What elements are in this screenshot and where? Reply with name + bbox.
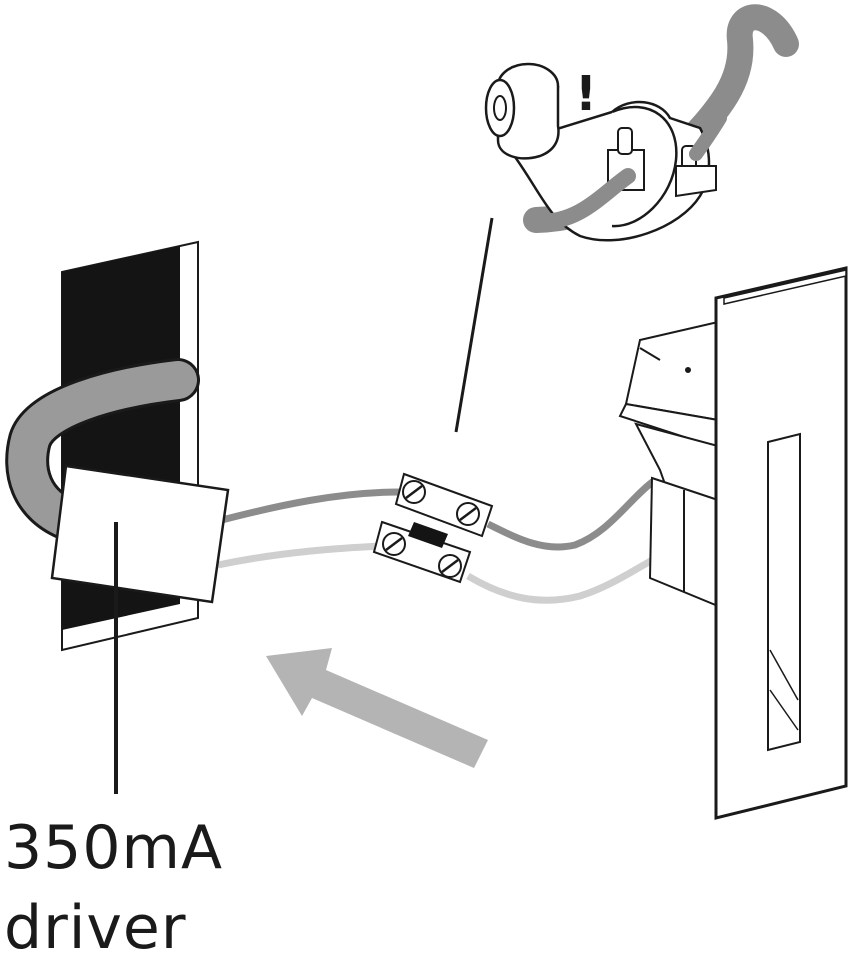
wire-light-left — [217, 542, 383, 569]
label-driver: driver — [4, 893, 187, 963]
detail-pointer-line — [454, 217, 494, 433]
wire-dark-right — [486, 477, 658, 551]
terminal-block-icon — [372, 472, 494, 584]
supply-cable — [5, 358, 200, 542]
warning-icon: ! — [575, 66, 597, 122]
screw-icon — [456, 502, 480, 526]
light-aperture — [767, 432, 801, 752]
screw-icon — [402, 480, 426, 504]
screw-icon — [382, 532, 406, 556]
screw-icon — [438, 554, 462, 578]
wire-light-right — [466, 552, 662, 604]
light-fitting — [618, 266, 848, 820]
ferrite-clip-icon — [484, 62, 560, 160]
label-current-rating: 350mA — [4, 813, 224, 883]
wire-dark-left — [221, 488, 401, 524]
direction-arrow-icon — [266, 648, 488, 768]
driver-box — [50, 464, 230, 604]
ferrite-detail — [484, 4, 799, 242]
